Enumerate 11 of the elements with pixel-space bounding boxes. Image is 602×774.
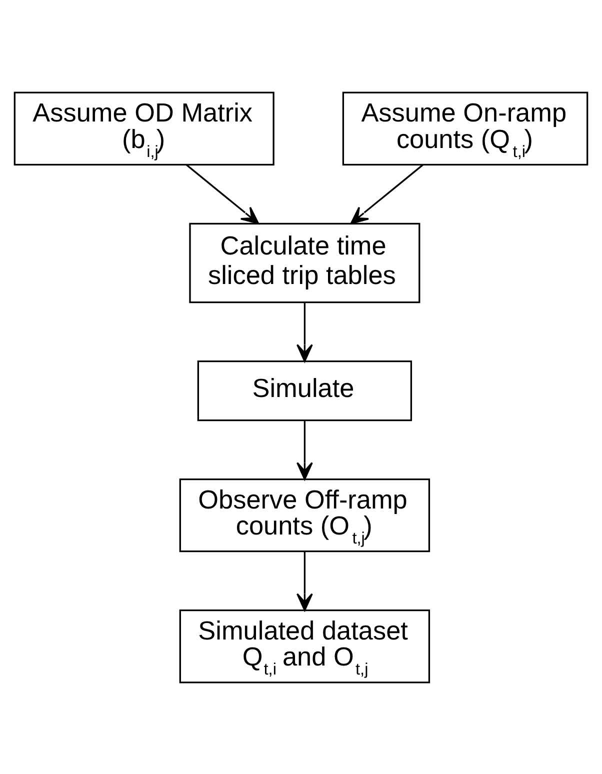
arrow <box>296 302 313 362</box>
arrow <box>296 420 313 480</box>
arrow <box>296 551 313 611</box>
arrow <box>186 164 260 224</box>
node-box: Assume OD Matrix (b$_{i,j}$) <box>14 91 274 165</box>
node-box: Observe Off-ramp counts (O$_{t,j}$) <box>179 478 430 552</box>
node-box: Simulated dataset Q$_{t,i}$ and O$_{t,j}$ <box>179 609 430 683</box>
arrow <box>350 164 424 224</box>
node-box: Simulate <box>197 360 412 421</box>
node-box: Calculate time sliced trip tables <box>189 222 420 303</box>
node-box: Assume On-ramp counts (Q$_{t,i}$) <box>342 91 588 165</box>
